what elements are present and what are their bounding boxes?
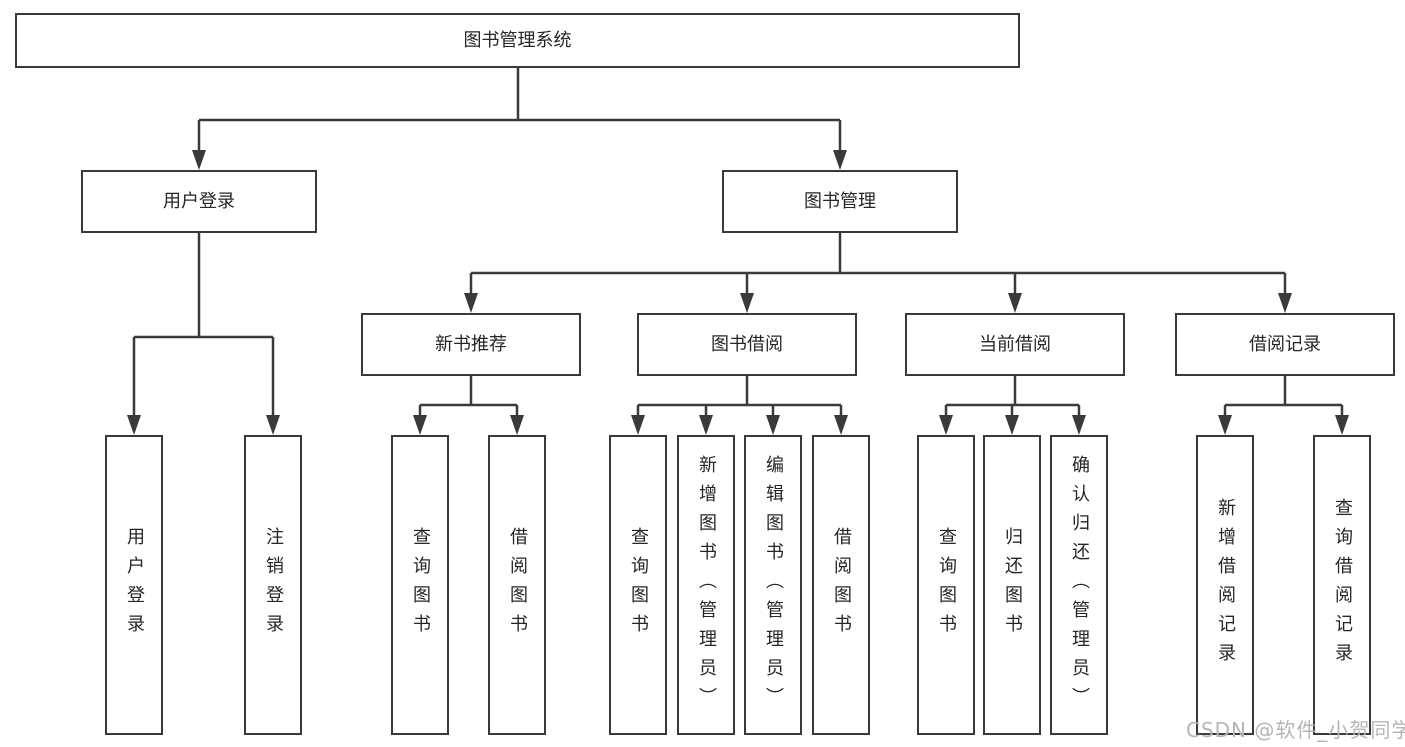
arrow-down-icon xyxy=(699,415,713,435)
connector-borrow-records-to-leaves xyxy=(1218,376,1349,435)
arrow-down-icon xyxy=(413,415,427,435)
arrow-down-icon xyxy=(510,415,524,435)
connector-current-borrow-to-leaves xyxy=(939,376,1086,435)
node-user-login: 用户登录 xyxy=(81,170,317,233)
leaf-edit-book-admin: 编辑图书（管理员） xyxy=(744,435,802,735)
arrow-down-icon xyxy=(1072,415,1086,435)
leaf-query-book-current: 查询图书 xyxy=(917,435,975,735)
leaf-query-book-recommend: 查询图书 xyxy=(391,435,449,735)
arrow-down-icon xyxy=(939,415,953,435)
arrow-down-icon xyxy=(1218,415,1232,435)
arrow-down-icon xyxy=(127,415,141,435)
arrow-down-icon xyxy=(1005,415,1019,435)
arrow-down-icon xyxy=(1278,293,1292,313)
leaf-add-book-admin: 新增图书（管理员） xyxy=(677,435,735,735)
node-root-system: 图书管理系统 xyxy=(15,13,1020,68)
leaf-query-borrow-record: 查询借阅记录 xyxy=(1313,435,1371,735)
arrow-down-icon xyxy=(1335,415,1349,435)
connector-book-management-to-level3 xyxy=(464,233,1292,313)
leaf-borrow-book-recommend: 借阅图书 xyxy=(488,435,546,735)
leaf-logout-login: 注销登录 xyxy=(244,435,302,735)
connector-book-borrow-to-leaves xyxy=(631,376,848,435)
arrow-down-icon xyxy=(740,293,754,313)
arrow-down-icon xyxy=(833,150,847,170)
leaf-return-book: 归还图书 xyxy=(983,435,1041,735)
node-book-management: 图书管理 xyxy=(722,170,958,233)
arrow-down-icon xyxy=(464,293,478,313)
arrow-down-icon xyxy=(266,415,280,435)
node-new-book-recommend: 新书推荐 xyxy=(361,313,581,376)
node-borrow-records: 借阅记录 xyxy=(1175,313,1395,376)
leaf-add-borrow-record: 新增借阅记录 xyxy=(1196,435,1254,735)
arrow-down-icon xyxy=(834,415,848,435)
leaf-borrow-book: 借阅图书 xyxy=(812,435,870,735)
node-book-borrow: 图书借阅 xyxy=(637,313,857,376)
arrow-down-icon xyxy=(1008,293,1022,313)
connector-user-login-to-leaves xyxy=(127,233,280,435)
leaf-query-book-borrow: 查询图书 xyxy=(609,435,667,735)
connector-root-to-level2 xyxy=(192,68,847,170)
arrow-down-icon xyxy=(766,415,780,435)
arrow-down-icon xyxy=(631,415,645,435)
arrow-down-icon xyxy=(192,150,206,170)
leaf-user-login: 用户登录 xyxy=(105,435,163,735)
node-current-borrow: 当前借阅 xyxy=(905,313,1125,376)
connector-new-book-recommend-to-leaves xyxy=(413,376,524,435)
leaf-confirm-return-admin: 确认归还（管理员） xyxy=(1050,435,1108,735)
csdn-watermark: CSDN @软件_小贺同学 xyxy=(1186,718,1405,742)
